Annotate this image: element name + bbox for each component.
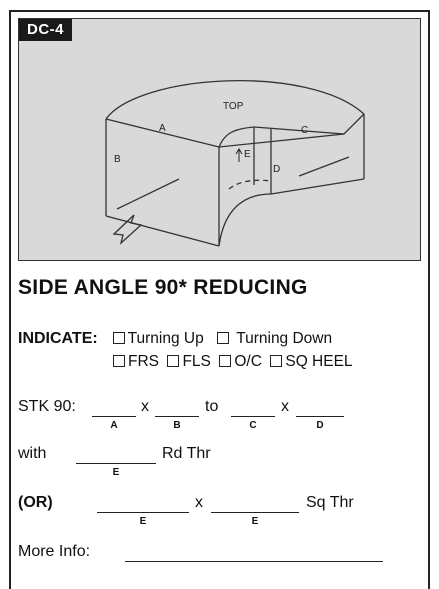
more-info-label: More Info:: [18, 543, 91, 560]
label-top: TOP: [223, 101, 244, 112]
dim-a-field[interactable]: [92, 416, 136, 417]
label-e: E: [244, 149, 251, 160]
option-oc[interactable]: O/C: [219, 353, 262, 370]
sub-b: B: [173, 420, 181, 431]
with-suffix: Rd Thr: [162, 445, 211, 462]
with-label: with: [18, 445, 47, 462]
checkbox-icon[interactable]: [167, 355, 180, 367]
sub-a: A: [110, 420, 118, 431]
option-sq-heel[interactable]: SQ HEEL: [270, 353, 353, 370]
or-label: (OR): [18, 494, 53, 511]
label-d: D: [273, 164, 280, 175]
stk-to: to: [205, 398, 219, 415]
sub-c: C: [249, 420, 257, 431]
option-turning-up[interactable]: Turning Up: [112, 330, 204, 347]
checkbox-icon[interactable]: [113, 355, 125, 367]
stk-label: STK 90:: [18, 398, 76, 415]
stk-x2: x: [281, 398, 289, 415]
dim-c-field[interactable]: [231, 416, 275, 417]
checkbox-icon[interactable]: [217, 332, 230, 344]
fitting-title: SIDE ANGLE 90* REDUCING: [18, 276, 308, 299]
checkbox-icon[interactable]: [219, 355, 232, 367]
checkbox-icon[interactable]: [112, 332, 125, 344]
fitting-diagram: TOP A B C D E DC-4: [18, 18, 421, 261]
indicate-label: INDICATE:: [18, 330, 98, 347]
sub-e-1: E: [139, 516, 147, 527]
form-frame: [9, 10, 430, 589]
sub-e-2: E: [251, 516, 259, 527]
sub-d: D: [316, 420, 324, 431]
dim-e-sq-field-2[interactable]: [211, 512, 299, 513]
fitting-code-badge: DC-4: [19, 19, 73, 41]
label-b: B: [114, 154, 121, 165]
elbow-drawing: TOP A B C D E: [105, 80, 365, 247]
option-fls[interactable]: FLS: [167, 353, 211, 370]
option-turning-down[interactable]: Turning Down: [217, 330, 332, 347]
or-suffix: Sq Thr: [306, 494, 354, 511]
option-frs[interactable]: FRS: [113, 353, 159, 370]
dim-d-field[interactable]: [296, 416, 344, 417]
dim-b-field[interactable]: [155, 416, 199, 417]
label-c: C: [301, 125, 308, 136]
more-info-field[interactable]: [125, 561, 383, 562]
checkbox-icon[interactable]: [270, 355, 283, 367]
dim-e-sq-field-1[interactable]: [97, 512, 189, 513]
or-x: x: [195, 494, 203, 511]
indicate-row-2: FRS FLS O/C SQ HEEL: [113, 353, 353, 371]
indicate-row-1: INDICATE: Turning Up Turning Down: [18, 330, 341, 348]
stk-x1: x: [141, 398, 149, 415]
label-a: A: [159, 123, 166, 134]
sub-e: E: [112, 467, 120, 478]
dim-e-round-field[interactable]: [76, 463, 156, 464]
